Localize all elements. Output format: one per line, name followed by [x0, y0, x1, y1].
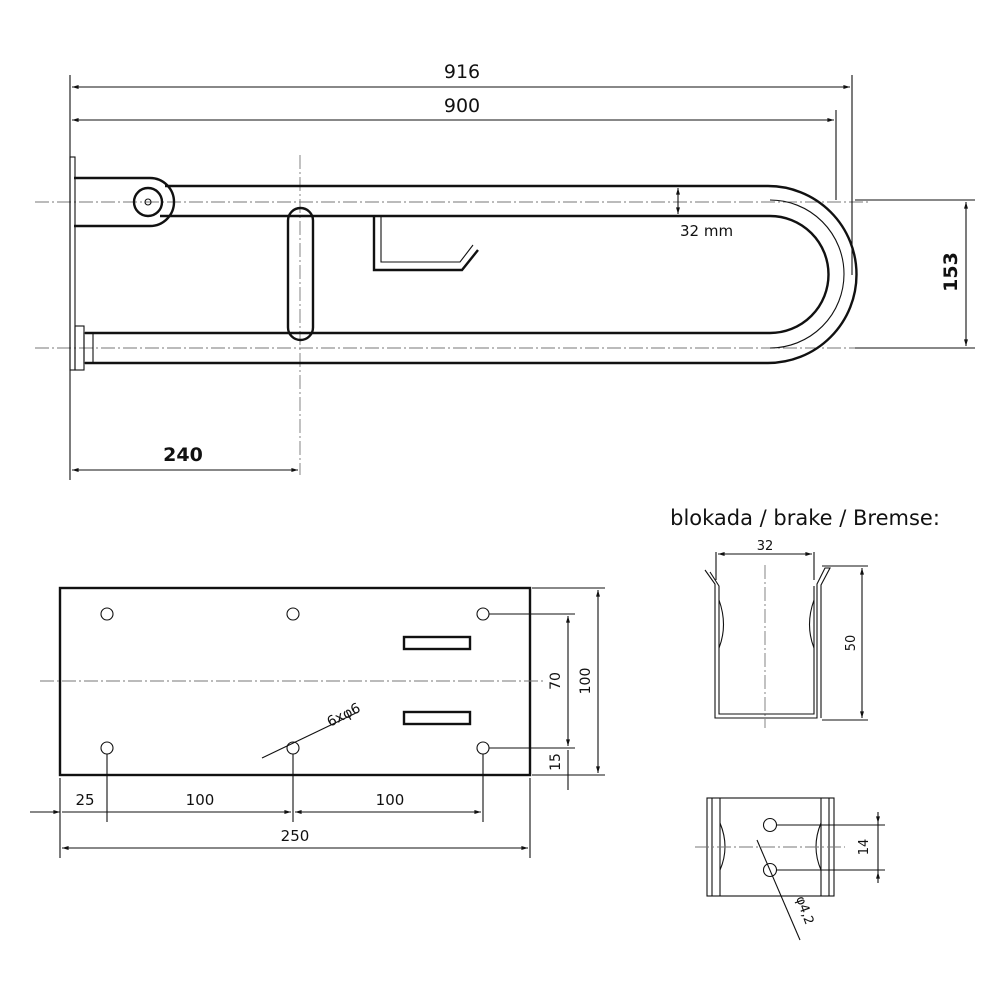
grab-bar-side-view: 916 900 32 mm 153 240 — [35, 61, 975, 480]
dim-25: 25 — [75, 791, 94, 809]
grip — [286, 206, 315, 342]
base-plate — [58, 586, 532, 777]
paper-holder — [372, 216, 479, 272]
dim-250: 250 — [281, 827, 310, 845]
slot — [402, 710, 472, 726]
brake-clip-front — [704, 567, 831, 719]
dim-100-a: 100 — [186, 791, 215, 809]
wall-plate — [69, 156, 76, 371]
hinge-pivot — [132, 186, 164, 218]
brake-detail: blokada / brake / Bremse: 32 50 14 φ4,2 — [670, 506, 940, 941]
tube-inner — [85, 214, 830, 335]
brake-hole — [762, 817, 778, 833]
dim-153: 153 — [940, 252, 962, 292]
brake-title: blokada / brake / Bremse: — [670, 506, 940, 530]
slot — [402, 635, 472, 651]
dim-14: 14 — [857, 839, 872, 856]
dim-50: 50 — [844, 635, 859, 652]
holes-label: 6xφ6 — [325, 700, 364, 730]
dim-916: 916 — [444, 61, 480, 83]
hole-diameter-label: φ4,2 — [792, 894, 816, 927]
dim-100-vertical: 100 — [578, 668, 594, 695]
dim-100-b: 100 — [376, 791, 405, 809]
tube-outer — [85, 184, 858, 365]
dim-240: 240 — [163, 444, 203, 466]
base-plate-view: 6xφ6 70 100 15 25 100 100 250 — [30, 586, 605, 858]
dim-32mm: 32 mm — [680, 222, 733, 240]
dim-15: 15 — [548, 753, 564, 771]
dim-70: 70 — [548, 672, 564, 690]
hinge-bracket — [74, 176, 176, 228]
dim-900: 900 — [444, 95, 480, 117]
dim-32: 32 — [757, 539, 774, 554]
